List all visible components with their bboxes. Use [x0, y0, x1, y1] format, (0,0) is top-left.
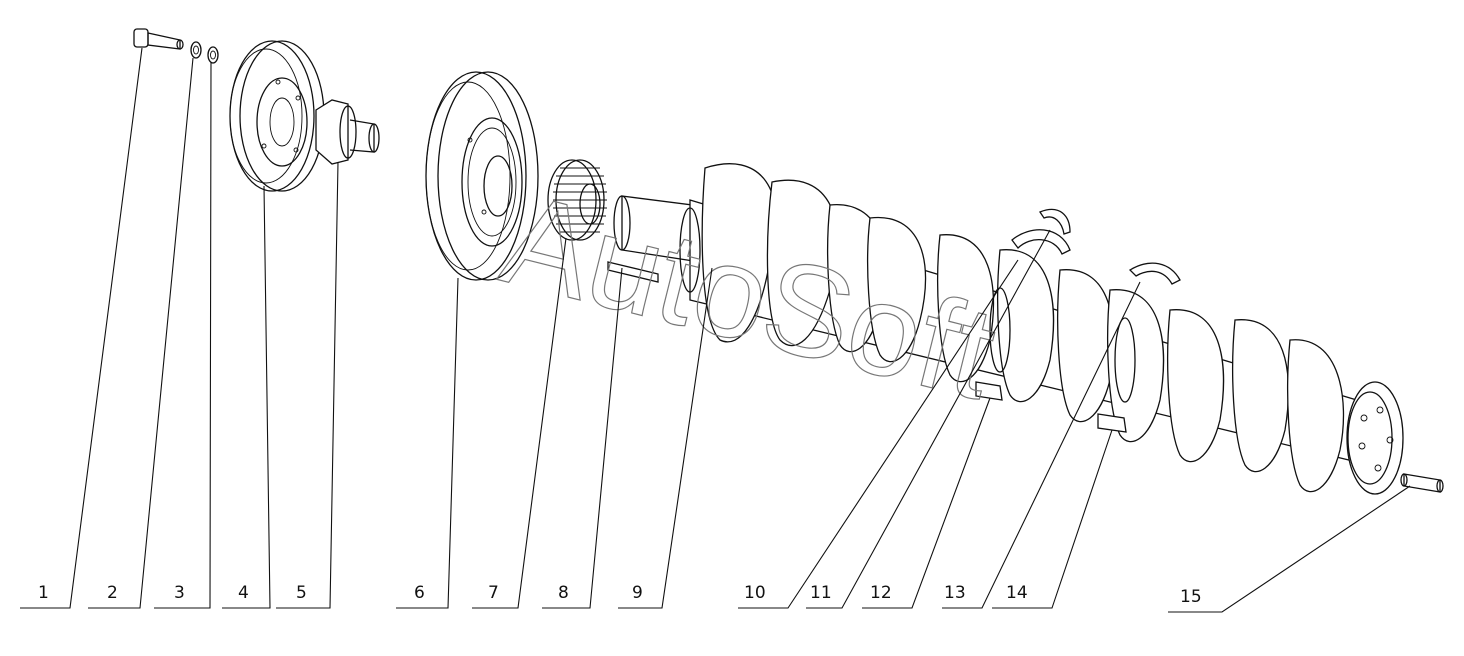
callout-8: 8: [558, 583, 569, 603]
part-key: [607, 261, 659, 283]
callout-labels: 1 2 3 4 5 6 7 8 9 10 11 12 13 14 15: [38, 583, 1202, 607]
part-bolt: [133, 28, 184, 50]
callout-14: 14: [1006, 583, 1028, 603]
callout-3: 3: [174, 583, 185, 603]
callout-12: 12: [870, 583, 892, 603]
part-washer: [190, 41, 202, 59]
callout-6: 6: [414, 583, 425, 603]
callout-5: 5: [296, 583, 307, 603]
part-dowel-pin: [1400, 473, 1444, 493]
callout-4: 4: [238, 583, 249, 603]
callout-15: 15: [1180, 587, 1202, 607]
part-spring-washer: [207, 46, 219, 64]
part-crankshaft: [613, 163, 1404, 495]
callout-1: 1: [38, 583, 49, 603]
callout-9: 9: [632, 583, 643, 603]
part-timing-gear: [547, 159, 607, 241]
part-crankshaft-pulley: [425, 71, 539, 281]
part-hub: [315, 99, 380, 165]
leader-lines: [20, 47, 1411, 613]
callout-10: 10: [744, 583, 766, 603]
callout-7: 7: [488, 583, 499, 603]
callout-11: 11: [810, 583, 832, 603]
callout-13: 13: [944, 583, 966, 603]
part-pulley: [229, 40, 325, 192]
callout-2: 2: [107, 583, 118, 603]
